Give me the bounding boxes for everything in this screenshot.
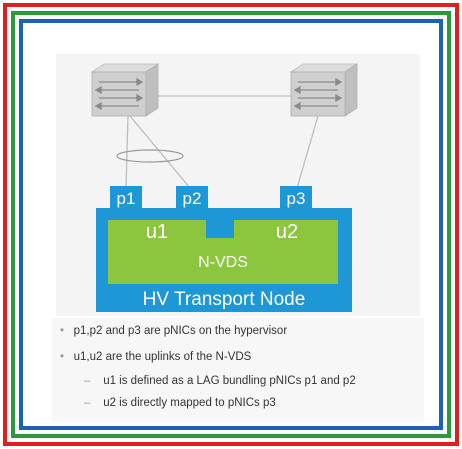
port-p2-label: p2 [183,189,202,208]
bullet-marker: • [60,325,65,337]
lag-ellipse [116,149,184,163]
inner-blue-border [19,19,443,430]
n-vds-label: N-VDS [198,254,248,271]
bullet-marker: – [84,397,91,409]
bullet-list: • p1,p2 and p3 are pNICs on the hypervis… [52,318,424,422]
uplink-u2-label: u2 [276,221,298,243]
port-p3 [280,186,312,208]
outer-red-border [3,3,459,446]
port-p1-label: p1 [117,189,136,208]
port-p1 [110,186,142,208]
network-switch-icon [289,63,359,117]
sub-bullet-item: – u2 is directly mapped to pNICs p3 [84,397,276,409]
link-p2 [129,115,191,189]
bullet-marker: • [60,351,65,363]
sub-bullet-item: – u1 is defined as a LAG bundling pNICs … [84,375,356,387]
bullet-text: u1 is defined as a LAG bundling pNICs p1… [103,375,356,387]
link-p3 [296,115,319,189]
bullet-text: u2 is directly mapped to pNICs p3 [103,397,276,409]
uplink-u1-label: u1 [146,221,168,243]
port-p2 [176,186,208,208]
uplink-u2 [236,222,336,238]
bullet-text: u1,u2 are the uplinks of the N-VDS [73,351,252,363]
middle-green-border [11,11,451,438]
uplink-u1 [108,222,204,238]
bullet-item: • p1,p2 and p3 are pNICs on the hypervis… [60,325,287,337]
network-switch-icon [90,63,160,117]
bullet-item: • u1,u2 are the uplinks of the N-VDS [60,351,251,363]
hv-node-label: HV Transport Node [143,289,306,310]
bullet-text: p1,p2 and p3 are pNICs on the hypervisor [73,325,288,337]
port-p3-label: p3 [287,189,306,208]
bullet-marker: – [84,375,91,387]
